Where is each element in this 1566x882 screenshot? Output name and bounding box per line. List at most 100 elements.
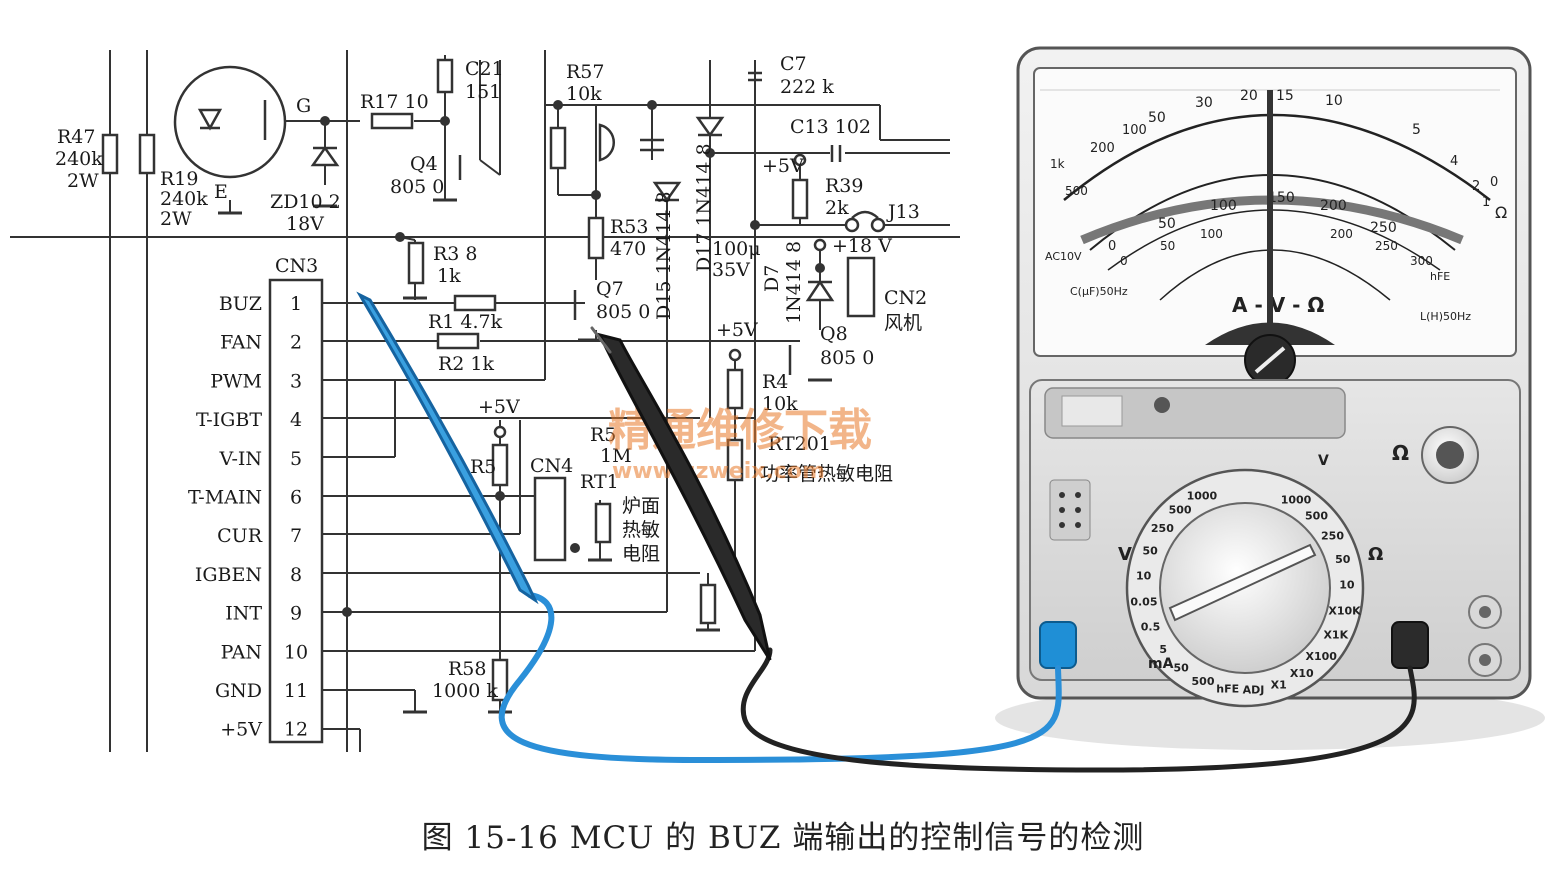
resistor-r38 — [407, 241, 425, 285]
black-jack-plug[interactable] — [1391, 621, 1429, 669]
r-5-label: R5 — [470, 456, 496, 478]
resistor-r1 — [453, 294, 497, 312]
resistor-r39 — [791, 178, 809, 220]
r1-label: R1 4.7k — [428, 311, 503, 333]
resistor-r53 — [587, 216, 605, 260]
r57-value: 10k — [566, 83, 602, 105]
schematic-labels: R47 240k 2W R19 240k 2W G E ZD10 2 18V R… — [55, 53, 927, 702]
scale-ohm-14: 0 — [1490, 175, 1498, 190]
dial-range-label: 50 — [1335, 553, 1351, 566]
cn2-name: CN2 — [884, 287, 927, 309]
scale-ohm-7: 20 — [1240, 88, 1258, 104]
cn3-pin-number: 11 — [284, 680, 308, 702]
r47-name: R47 — [57, 126, 95, 148]
resistor-extra — [699, 583, 717, 625]
cn3-pin-label: BUZ — [219, 293, 262, 315]
r47-power: 2W — [67, 170, 99, 192]
r4-value: 10k — [762, 393, 798, 415]
scale-ohm-10: 5 — [1412, 122, 1421, 138]
cn3-pin-label: T-IGBT — [196, 409, 262, 431]
cn3-pin-label: GND — [215, 680, 262, 702]
red-lead-wire — [498, 592, 1062, 764]
resistor-r2 — [436, 332, 480, 350]
rt201-desc: 功率管热敏电阻 — [760, 463, 893, 485]
cn3-pin-label: INT — [225, 603, 262, 625]
scale-dcv-5: 200 — [1320, 198, 1347, 214]
cn3-pin-number: 1 — [290, 293, 302, 315]
r4-name: R4 — [762, 371, 788, 393]
needle-pivot-housing — [1205, 322, 1335, 345]
schematic-symbols — [197, 71, 886, 439]
r38-value: 1k — [437, 265, 461, 287]
dial-range-label: hFE — [1216, 683, 1239, 696]
ground-symbols — [218, 198, 832, 714]
c7-value: 222 k — [780, 76, 834, 98]
cn4-label: CN4 — [530, 455, 573, 477]
cn3-pin-number: 7 — [290, 525, 302, 547]
black-lead-wire — [740, 647, 1417, 773]
red-jack-plug[interactable] — [1039, 621, 1077, 669]
r2-label: R2 1k — [438, 353, 495, 375]
resistor-r5 — [491, 443, 509, 487]
figure-caption: 图 15-16 MCU 的 BUZ 端输出的控制信号的检测 — [421, 820, 1145, 856]
scale-ohm-12: 2 — [1472, 179, 1480, 194]
dial-range-label: 10 — [1339, 579, 1355, 592]
c13-label: C13 102 — [790, 116, 871, 138]
j13-label: J13 — [886, 201, 920, 223]
cn3-pin-label: IGBEN — [195, 564, 262, 586]
r53-value: 470 — [610, 238, 646, 260]
thermistor-rt201 — [726, 438, 744, 482]
dial-range-label: 10 — [1136, 570, 1152, 583]
meter-shadow — [995, 686, 1545, 750]
hfe-socket — [1049, 479, 1091, 541]
r39-value: 2k — [825, 197, 849, 219]
cn3-pin-label: PWM — [210, 370, 262, 392]
dial-range-label: 500 — [1169, 503, 1192, 516]
r58-name: R58 — [448, 658, 486, 680]
dial-v-label: V — [1118, 544, 1132, 565]
r53-name: R53 — [610, 216, 648, 238]
dial-range-label: 1000 — [1187, 490, 1218, 503]
dial-range-label: ADJ — [1243, 684, 1265, 697]
unit-mark: A - V - Ω — [1232, 293, 1324, 317]
cn3-pin-number: 2 — [290, 332, 302, 354]
cn3-pin-number: 12 — [284, 719, 308, 741]
scale-ohm-6: 30 — [1195, 95, 1213, 111]
r19-name: R19 — [160, 168, 198, 190]
cn3-label: CN3 — [275, 255, 318, 277]
red-probe — [356, 291, 539, 605]
ohm-adjust-label: Ω — [1392, 441, 1409, 465]
scale-acv-5: 250 — [1375, 239, 1398, 253]
scale-dcv-3: 100 — [1210, 198, 1237, 214]
cap100-value: 100μ — [712, 238, 761, 260]
scale-ohm-5: 50 — [1148, 110, 1166, 126]
dial-range-label: 250 — [1151, 522, 1174, 535]
dial-ma-label: mA — [1148, 656, 1174, 672]
d15-label: D15 1N414 8 — [653, 191, 675, 320]
resistor-r17 — [370, 112, 414, 130]
cn3-pin-number: 5 — [290, 448, 302, 470]
label-induct: L(H)50Hz — [1420, 310, 1471, 323]
scale-ohm-unit: Ω — [1495, 203, 1507, 222]
scale-dcv-6: 250 — [1370, 220, 1397, 236]
scale-ohm-13: 1 — [1482, 195, 1490, 210]
rt201-label: RT201 — [768, 433, 831, 455]
plus18v-label: +18 V — [832, 235, 892, 257]
schematic-parts — [101, 58, 876, 744]
q4-name: Q4 — [410, 153, 438, 175]
r47-value: 240k — [55, 148, 103, 170]
scale-ohm-4: 100 — [1122, 123, 1147, 138]
connector-cn3 — [268, 278, 324, 744]
resistor-r47 — [101, 133, 119, 175]
r5-value: 1M — [600, 445, 632, 467]
dial-range-label: 50 — [1173, 662, 1189, 675]
cn3-pin-number: 10 — [284, 641, 308, 663]
scale-dcv-2: 50 — [1158, 216, 1176, 232]
scale-acv-4: 200 — [1330, 227, 1353, 241]
dial-ohm-label: Ω — [1368, 544, 1383, 565]
meter-window-slot — [1061, 395, 1123, 427]
plus5v-mid: +5V — [716, 319, 758, 341]
dial-range-label: X1 — [1271, 678, 1287, 691]
scale-dcv-4: 150 — [1268, 190, 1295, 206]
